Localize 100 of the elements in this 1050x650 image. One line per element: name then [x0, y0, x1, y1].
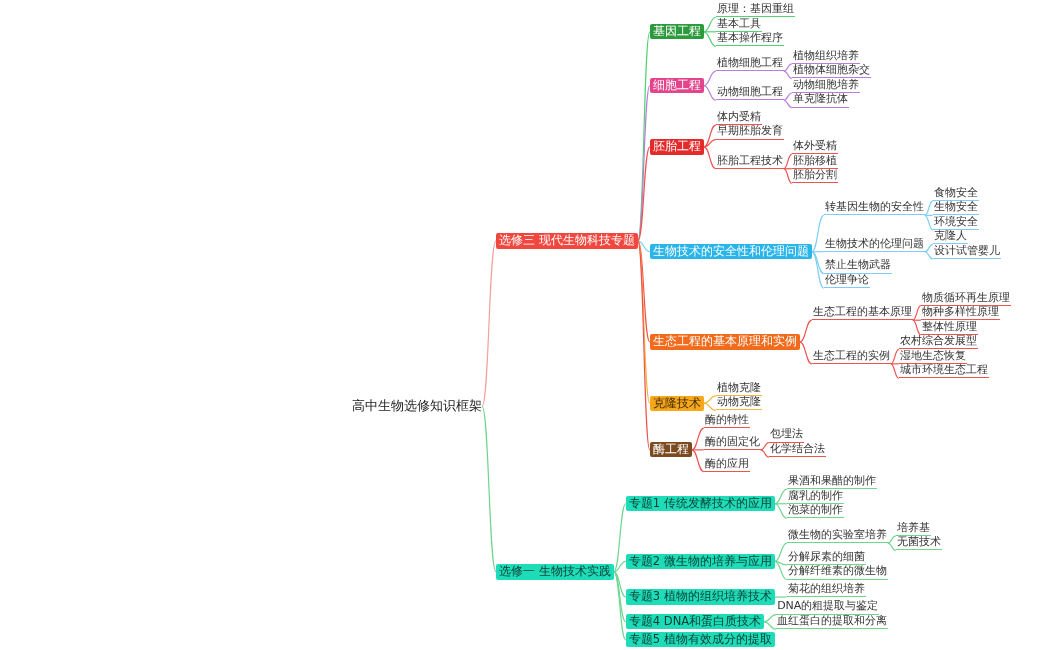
underlined-label: 整体性原理 — [920, 320, 978, 335]
connector-line — [783, 99, 793, 109]
underlined-label: 培养基 — [895, 521, 931, 536]
topic-box: 生物技术的安全性和伦理问题 — [649, 244, 812, 260]
underlined-label: 血红蛋白的提取和分离 — [776, 615, 889, 630]
underlined-label: 动物细胞工程 — [715, 86, 784, 101]
underlined-label: 分解纤维素的微生物 — [786, 565, 888, 580]
underlined-label: 植物克隆 — [715, 381, 762, 396]
connector-line — [703, 85, 717, 101]
connector-line — [703, 139, 717, 148]
connector-line — [912, 319, 922, 336]
underlined-label: 基本工具 — [715, 17, 762, 32]
underlined-label: 动物克隆 — [715, 396, 762, 411]
connector-line — [703, 16, 717, 33]
underlined-label: 包埋法 — [768, 428, 804, 443]
connector-line — [703, 146, 717, 170]
connector-line — [783, 92, 793, 101]
connector-line — [613, 560, 627, 573]
underlined-label: 城市环境生态工程 — [898, 364, 989, 379]
connector-line — [774, 560, 788, 566]
connector-line — [887, 542, 897, 551]
connector-line — [703, 70, 717, 87]
underlined-label: 物质循环再生原理 — [920, 291, 1011, 306]
underlined-label: 生态工程的基本原理 — [811, 306, 913, 321]
connector-line — [774, 542, 788, 562]
connector-line — [890, 348, 900, 365]
connector-line — [637, 146, 651, 242]
topic-box: 酶工程 — [649, 442, 692, 458]
connector-line — [924, 243, 934, 253]
connector-line — [811, 251, 825, 289]
underlined-label: 胚胎分割 — [791, 169, 838, 184]
underlined-label: 单克隆抗体 — [791, 93, 849, 108]
connector-line — [774, 503, 788, 519]
connector-line — [637, 240, 651, 253]
underlined-label: 农村综合发展型 — [898, 335, 978, 350]
connector-line — [703, 402, 717, 412]
connector-line — [924, 214, 934, 216]
underlined-label: DNA的粗提取与鉴定 — [776, 600, 880, 615]
underlined-label: 菊花的组织培养 — [786, 582, 866, 598]
connector-line — [637, 240, 651, 343]
underlined-label: 食物安全 — [932, 186, 979, 201]
topic-box: 专题5 植物有效成分的提取 — [625, 632, 775, 648]
connector-line — [783, 168, 793, 184]
underlined-label: 果酒和果醋的制作 — [786, 475, 877, 490]
topic-box: 专题3 植物的组织培养技术 — [625, 589, 775, 605]
connector-line — [912, 305, 922, 321]
connector-line — [637, 240, 651, 451]
underlined-label: 胚胎工程技术 — [715, 154, 784, 169]
connector-line — [760, 449, 770, 458]
connector-line — [783, 63, 793, 72]
underlined-label: 体内受精 — [715, 110, 762, 126]
topic-box: 生态工程的基本原理和实例 — [649, 334, 800, 350]
connector-line — [924, 200, 934, 216]
underlined-label: 设计试管婴儿 — [932, 244, 1001, 259]
connector-line — [783, 168, 793, 170]
connector-line — [763, 614, 777, 623]
underlined-label: 动物细胞培养 — [791, 78, 860, 93]
underlined-label: 转基因生物的安全性 — [823, 201, 925, 216]
connector-line — [481, 240, 497, 407]
underlined-label: 体外受精 — [791, 140, 838, 155]
underlined-label: 生物安全 — [932, 201, 979, 216]
underlined-label: 化学结合法 — [768, 443, 826, 458]
connector-line — [924, 251, 934, 260]
underlined-label: 酶的特性 — [703, 413, 750, 429]
connector-line — [799, 341, 813, 365]
underlined-label: 环境安全 — [932, 215, 979, 230]
connector-line — [613, 571, 627, 598]
underlined-label: 基本操作程序 — [715, 32, 784, 47]
underlined-label: 禁止生物武器 — [823, 259, 892, 274]
underlined-label: 酶的固定化 — [703, 435, 761, 450]
connector-line — [783, 70, 793, 80]
connector-line — [774, 560, 788, 581]
underlined-label: 湿地生态恢复 — [898, 349, 967, 364]
underlined-label: 植物体细胞杂交 — [791, 64, 871, 79]
connector-line — [887, 535, 897, 544]
connector-line — [703, 124, 717, 148]
connector-line — [924, 214, 934, 231]
connector-line — [703, 395, 717, 404]
connector-line — [691, 427, 705, 451]
connector-line — [637, 31, 651, 242]
connector-line — [783, 153, 793, 170]
topic-box: 细胞工程 — [649, 78, 704, 94]
topic-box: 克隆技术 — [649, 395, 704, 411]
connector-line — [613, 503, 627, 573]
underlined-label: 生态工程的实例 — [811, 349, 891, 364]
connector-line — [481, 405, 497, 573]
underlined-label: 酶的应用 — [703, 457, 750, 472]
underlined-label: 伦理争论 — [823, 273, 870, 289]
connector-line — [811, 214, 825, 253]
connector-line — [774, 488, 788, 505]
underlined-label: 泡菜的制作 — [786, 504, 844, 519]
connector-line — [763, 621, 777, 630]
connector-line — [890, 363, 900, 379]
connector-line — [703, 31, 717, 47]
topic-box: 选修一 生物技术实践 — [496, 563, 614, 580]
topic-box: 专题1 传统发酵技术的应用 — [625, 496, 775, 512]
underlined-label: 胚胎移植 — [791, 154, 838, 169]
underlined-label: 微生物的实验室培养 — [786, 529, 888, 544]
topic-box: 选修三 现代生物科技专题 — [496, 232, 638, 249]
connector-line — [890, 363, 900, 365]
